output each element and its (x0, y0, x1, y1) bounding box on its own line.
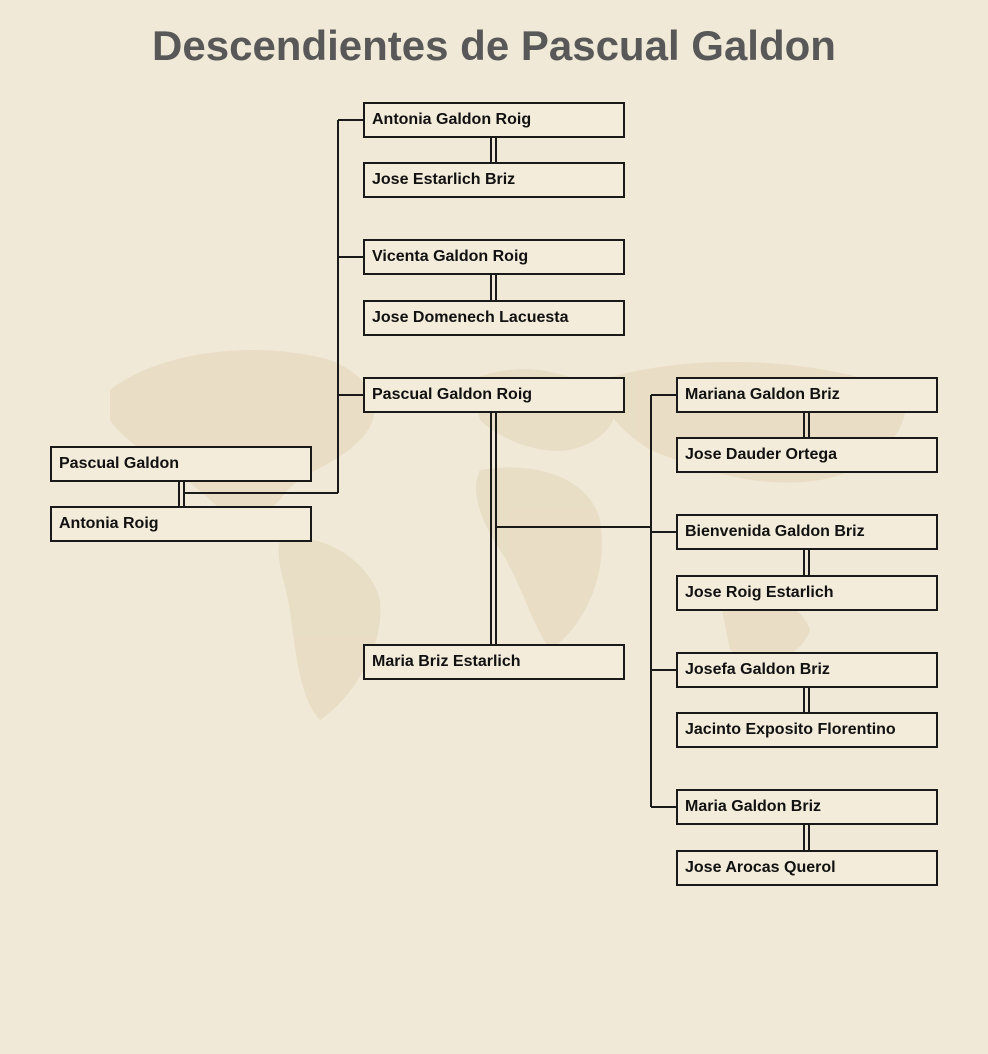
person-box-grandchild-2[interactable]: Bienvenida Galdon Briz (676, 514, 938, 550)
spouse-box-grandchild-4[interactable]: Jose Arocas Querol (676, 850, 938, 886)
page-title: Descendientes de Pascual Galdon (152, 22, 836, 69)
spouse-box-child-2[interactable]: Jose Domenech Lacuesta (363, 300, 625, 336)
spouse-box-child-3[interactable]: Maria Briz Estarlich (363, 644, 625, 680)
spouse-box-child-1[interactable]: Jose Estarlich Briz (363, 162, 625, 198)
spouse-box-grandchild-3[interactable]: Jacinto Exposito Florentino (676, 712, 938, 748)
person-box-child-1[interactable]: Antonia Galdon Roig (363, 102, 625, 138)
person-box-child-3[interactable]: Pascual Galdon Roig (363, 377, 625, 413)
person-box-grandchild-4[interactable]: Maria Galdon Briz (676, 789, 938, 825)
person-box-root[interactable]: Pascual Galdon (50, 446, 312, 482)
spouse-box-grandchild-2[interactable]: Jose Roig Estarlich (676, 575, 938, 611)
person-box-child-2[interactable]: Vicenta Galdon Roig (363, 239, 625, 275)
spouse-box-root[interactable]: Antonia Roig (50, 506, 312, 542)
person-box-grandchild-3[interactable]: Josefa Galdon Briz (676, 652, 938, 688)
spouse-box-grandchild-1[interactable]: Jose Dauder Ortega (676, 437, 938, 473)
person-box-grandchild-1[interactable]: Mariana Galdon Briz (676, 377, 938, 413)
